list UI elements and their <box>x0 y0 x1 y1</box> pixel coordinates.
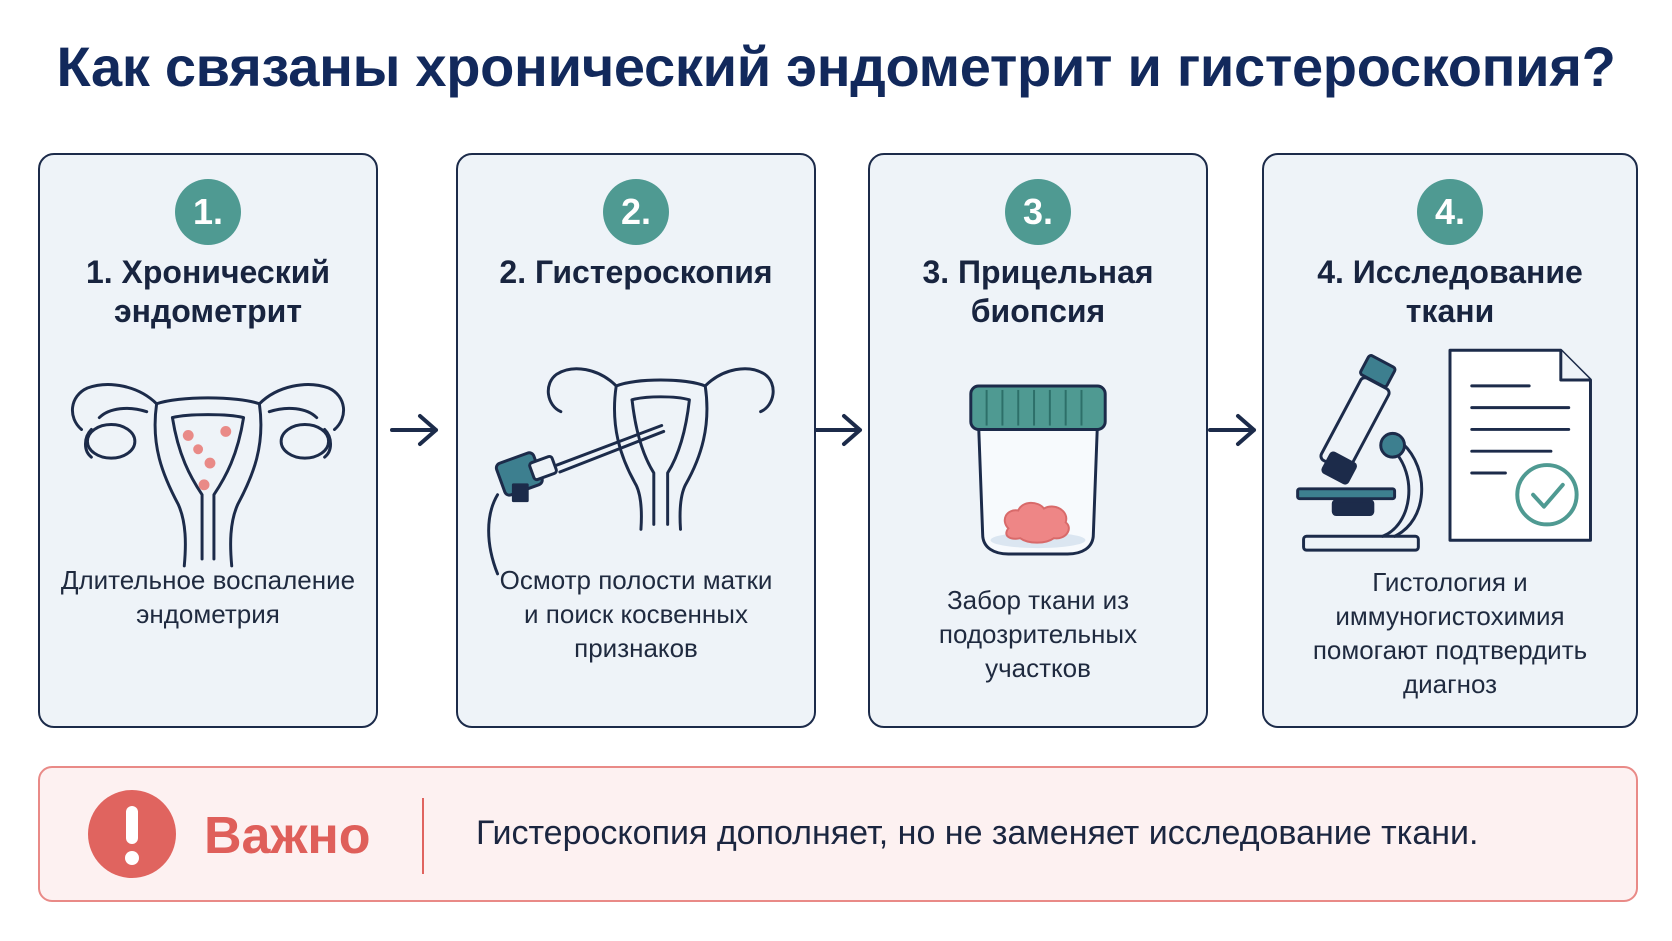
step-number-badge: 4. <box>1417 179 1483 245</box>
step-title: 4. Исследование ткани <box>1317 254 1583 329</box>
hysteroscope-icon <box>487 367 775 576</box>
banner-divider <box>422 798 424 874</box>
step-number-badge: 3. <box>1005 179 1071 245</box>
step-description: Гистология и иммуногистохимия помогают п… <box>1312 567 1588 699</box>
step-card-hysteroscopy: 2. 2. Гистероскопия Осмотр полости матки… <box>456 153 816 728</box>
step-number-badge: 1. <box>175 179 241 245</box>
step-description: Осмотр полости матки и поиск косвенных п… <box>499 565 773 663</box>
step-title: 2. Гистероскопия <box>499 254 773 290</box>
arrow-right-icon <box>814 414 862 446</box>
important-text: Гистероскопия дополняет, но не заменяет … <box>476 814 1479 852</box>
page-title: Как связаны хронический эндометрит и гис… <box>56 35 1616 98</box>
step-card-targeted-biopsy: 3. 3. Прицельная биопсия Забор ткани из … <box>868 153 1208 728</box>
important-label: Важно <box>204 807 371 865</box>
step-number-badge: 2. <box>603 179 669 245</box>
step-title: 3. Прицельная биопсия <box>922 254 1154 329</box>
specimen-jar-icon <box>969 384 1107 556</box>
arrow-right-icon <box>1208 414 1256 446</box>
exclamation-glyph <box>125 806 139 865</box>
step-card-chronic-endometritis: 1. 1. Хронический эндометрит <box>38 153 378 728</box>
step-title: 1. Хронический эндометрит <box>85 254 331 329</box>
step-description: Длительное воспаление эндометрия <box>60 565 356 629</box>
step-description: Забор ткани из подозрительных участков <box>938 585 1138 683</box>
exclamation-icon <box>88 790 176 878</box>
important-note-banner: Важно Гистероскопия дополняет, но не зам… <box>38 766 1638 902</box>
step-card-tissue-examination: 4. 4. Исследование ткани <box>1262 153 1638 728</box>
microscope-report-icon <box>1296 348 1592 552</box>
arrow-right-icon <box>390 414 438 446</box>
uterus-inflammation-icon <box>71 383 345 568</box>
